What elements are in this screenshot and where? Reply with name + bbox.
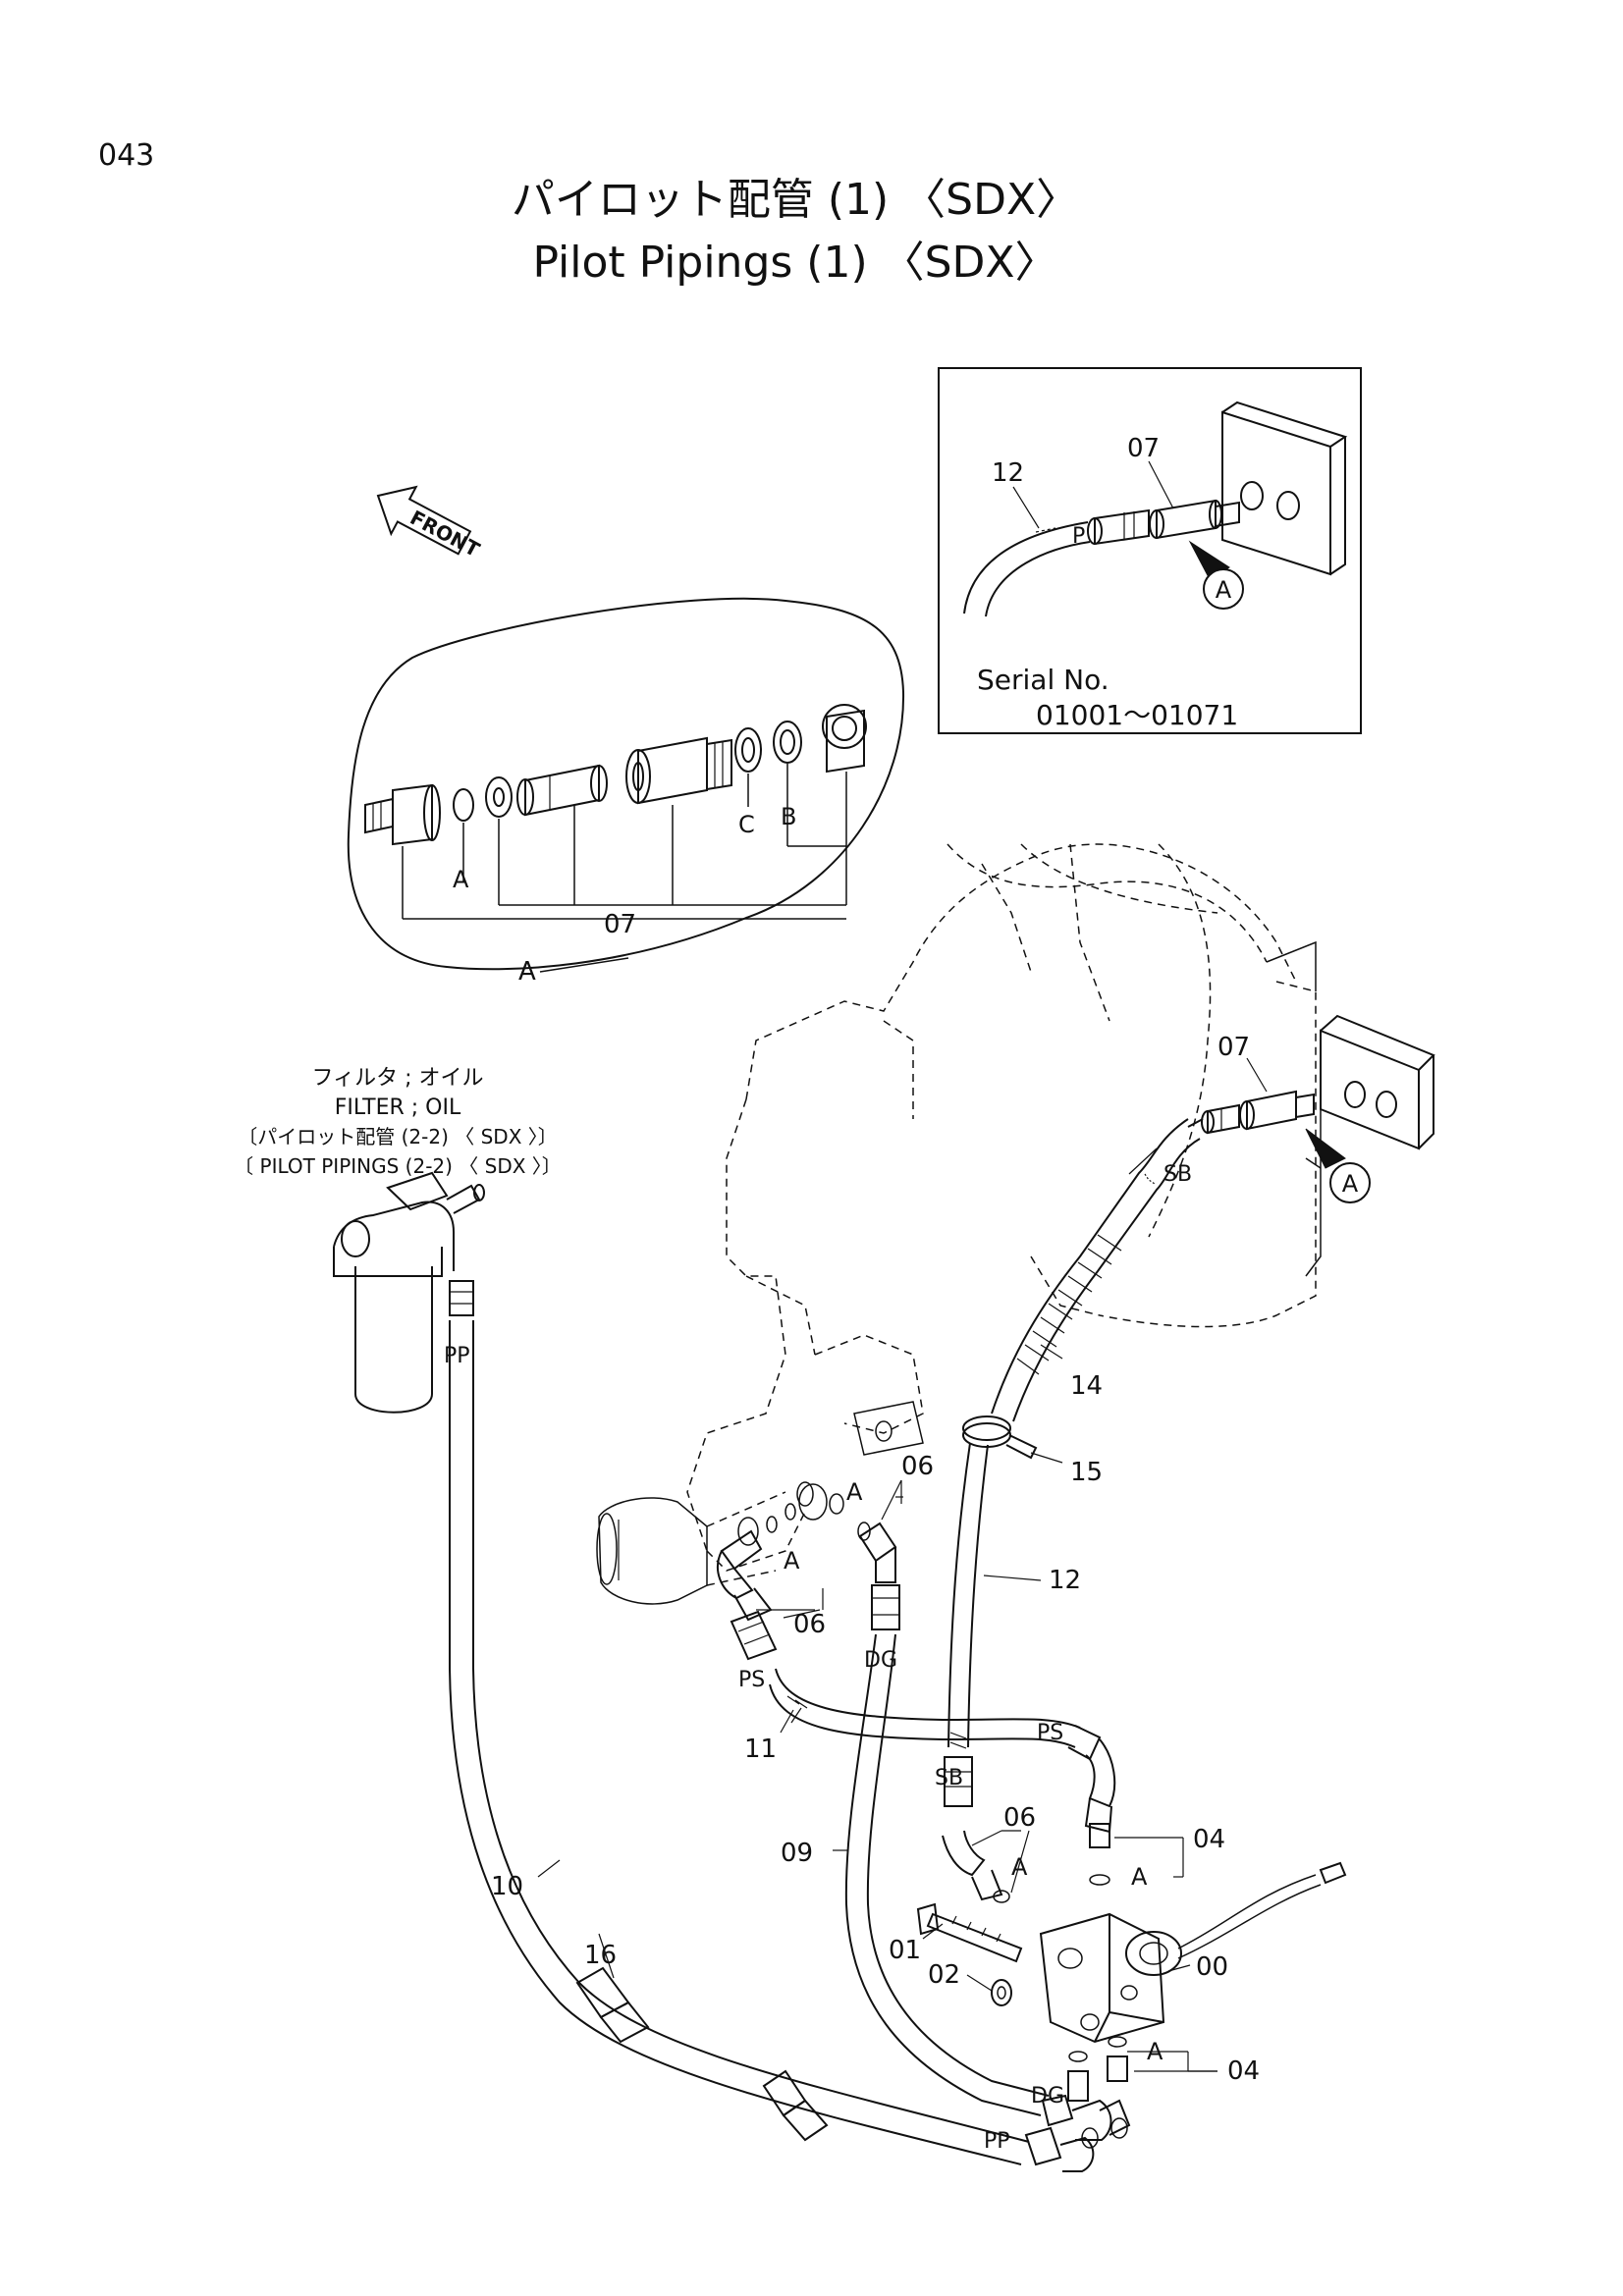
oil-filter [333, 1171, 485, 1414]
filter-note-en: FILTER ; OIL [335, 1095, 461, 1120]
inset-callout-12: 12 [992, 458, 1024, 488]
hose-11 [769, 1668, 1116, 1834]
callout-leaders [537, 1057, 1268, 2072]
detail-a-exploded-view: A C B 07 A [347, 597, 905, 987]
callout-11: 11 [744, 1735, 777, 1764]
callout-a-lower: A [1147, 2038, 1163, 2065]
callout-sb-top: SB [1163, 1162, 1192, 1187]
callout-a-valve: A [1011, 1853, 1028, 1881]
pilot-valve-00 [916, 1823, 1347, 2172]
callout-dg-lower: DG [1031, 2084, 1064, 2109]
elbow-fittings-06 [717, 1481, 900, 1661]
callout-04-lower: 04 [1227, 2056, 1260, 2086]
callout-labels: 07 SB 14 15 12 06 A A 06 PS DG 11 PS SB … [444, 1033, 1260, 2154]
callout-16: 16 [584, 1941, 617, 1970]
pump-housing-outline [596, 843, 1317, 1605]
callout-pp-filter: PP [444, 1344, 470, 1368]
detail-callout-c: C [738, 811, 755, 838]
callout-02: 02 [928, 1960, 960, 1990]
callout-ps-left: PS [738, 1668, 765, 1692]
detail-callout-a-oring: A [453, 866, 469, 893]
filter-note-ref-jp: 〔パイロット配管 (2-2) 〈 SDX 〉〕 [238, 1125, 558, 1148]
serial-range: 01001～01071 [1036, 699, 1238, 731]
callout-a-valve-right: A [1131, 1863, 1148, 1891]
filter-note-jp: フィルタ ; オイル [312, 1066, 484, 1091]
callout-10: 10 [491, 1872, 523, 1901]
quick-connector-07 [1187, 1090, 1315, 1135]
callout-09: 09 [781, 1839, 813, 1868]
callout-pp-lower: PP [984, 2129, 1010, 2154]
callout-00: 00 [1196, 1952, 1228, 1982]
callout-sb-lower: SB [935, 1766, 963, 1790]
filter-note-ref-en: 〔 PILOT PIPINGS (2-2) 〈 SDX 〉〕 [234, 1154, 562, 1178]
callout-06-upper: 06 [901, 1452, 934, 1481]
filter-note: フィルタ ; オイル FILTER ; OIL 〔パイロット配管 (2-2) 〈… [234, 1066, 562, 1178]
callout-12: 12 [1049, 1566, 1081, 1595]
front-arrow-icon: FRONT [376, 485, 484, 561]
detail-a-marker: A [1305, 1128, 1371, 1203]
callout-15: 15 [1070, 1458, 1103, 1487]
hose-14-spiral [991, 1118, 1201, 1422]
serial-label: Serial No. [977, 664, 1109, 696]
callout-06-lower: 06 [793, 1610, 826, 1639]
hose-09 [844, 1633, 1050, 2116]
callout-04-upper: 04 [1193, 1825, 1225, 1854]
inset-box: 12 07 P A Serial No. 01001～01071 [938, 367, 1362, 734]
detail-callout-b: B [781, 803, 796, 830]
callout-a-circle: A [1342, 1170, 1359, 1198]
title-japanese: パイロット配管 (1) 〈SDX〉 [512, 175, 1079, 225]
callout-14: 14 [1070, 1371, 1103, 1401]
title-english: Pilot Pipings (1) 〈SDX〉 [532, 238, 1057, 288]
callout-07: 07 [1217, 1033, 1250, 1062]
callout-a-upper: A [846, 1478, 863, 1506]
detail-callout-07: 07 [604, 910, 636, 939]
callout-ps-right: PS [1037, 1721, 1063, 1745]
inset-callout-a: A [1216, 576, 1232, 604]
hose-10 [449, 1320, 1030, 2165]
mounting-bracket [1266, 940, 1435, 1277]
hose-12 [944, 1442, 989, 1807]
hose-clamp-15 [962, 1415, 1038, 1460]
callout-06-valve: 06 [1003, 1803, 1036, 1833]
callout-a-left: A [784, 1547, 800, 1575]
inset-callout-07: 07 [1127, 434, 1160, 463]
page-number: 043 [98, 138, 154, 173]
callout-01: 01 [889, 1936, 921, 1965]
callout-dg-upper: DG [864, 1648, 897, 1673]
detail-callout-a-assembly: A [518, 957, 536, 987]
inset-callout-p: P [1072, 524, 1085, 549]
